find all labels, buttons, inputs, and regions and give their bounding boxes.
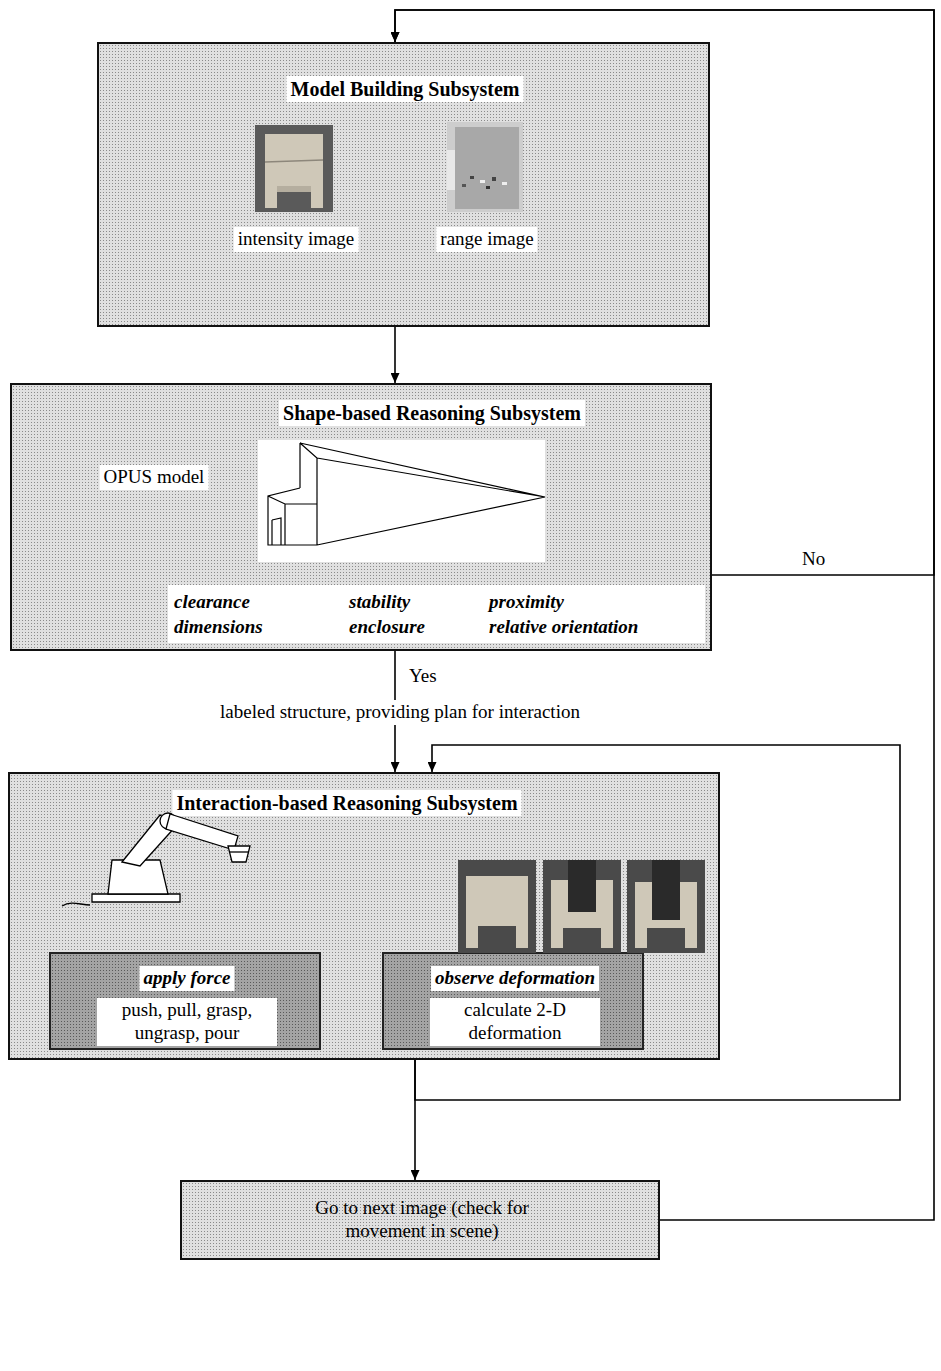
range-image bbox=[447, 122, 523, 212]
range-noise bbox=[502, 182, 507, 185]
text-holder: proximity bbox=[485, 590, 568, 615]
text-holder: Go to next image (check for movement in … bbox=[282, 1196, 562, 1244]
range-noise bbox=[462, 184, 466, 187]
flow-arrow bbox=[414, 1060, 416, 1180]
robot-gripper-line bbox=[230, 851, 248, 852]
subsystem-title: Shape-based Reasoning Subsystem bbox=[279, 400, 585, 426]
node-text: observe deformation bbox=[431, 966, 599, 991]
text-holder: Shape-based Reasoning Subsystem bbox=[279, 400, 585, 426]
photo-frame bbox=[627, 860, 705, 953]
chair-leg bbox=[601, 928, 613, 948]
robot-forearm bbox=[166, 814, 238, 850]
node-text: enclosure bbox=[345, 615, 429, 640]
process-box: Go to next image (check for movement in … bbox=[180, 1180, 660, 1260]
subsystem-box: Shape-based Reasoning SubsystemOPUS mode… bbox=[10, 383, 712, 651]
text-holder: observe deformation bbox=[431, 966, 599, 991]
photo-frame bbox=[458, 860, 536, 953]
subsystem-box: Model Building Subsystem intensity image r… bbox=[97, 42, 710, 327]
edge-label-holder: Yes bbox=[405, 664, 441, 689]
node-text: OPUS model bbox=[100, 465, 209, 490]
subsystem-title: Model Building Subsystem bbox=[287, 76, 524, 102]
opus-wireframe bbox=[258, 440, 545, 562]
action-box: apply force push, pull, grasp, ungrasp, p… bbox=[49, 952, 321, 1050]
edge-label: No bbox=[798, 547, 829, 572]
chair-back bbox=[551, 880, 613, 928]
text-holder: relative orientation bbox=[485, 615, 642, 640]
node-text: intensity image bbox=[234, 227, 359, 252]
range-noise bbox=[486, 186, 490, 189]
chair-back bbox=[265, 134, 323, 186]
node-text: push, pull, grasp, ungrasp, pour bbox=[97, 998, 277, 1046]
deformation-images bbox=[458, 860, 705, 953]
chair-leg bbox=[685, 928, 697, 948]
flow-note: labeled structure, providing plan for in… bbox=[216, 700, 584, 725]
node-text: Go to next image (check for movement in … bbox=[282, 1196, 562, 1244]
range-noise bbox=[447, 150, 455, 190]
robot-body bbox=[108, 860, 168, 894]
subsystem-box: Interaction-based Reasoning Subsystem app… bbox=[8, 772, 720, 1060]
text-holder: stability bbox=[345, 590, 414, 615]
text-holder: Interaction-based Reasoning Subsystem bbox=[172, 790, 521, 816]
range-noise bbox=[480, 180, 485, 183]
text-holder: clearance bbox=[170, 590, 254, 615]
chair-back bbox=[466, 876, 528, 926]
robot-upper-arm bbox=[122, 815, 176, 866]
chair-leg bbox=[551, 928, 563, 948]
range-surface bbox=[455, 127, 519, 209]
photo-frame bbox=[255, 125, 333, 212]
chair-leg bbox=[635, 928, 647, 948]
chair-seam bbox=[265, 160, 323, 162]
robot-joint bbox=[160, 813, 176, 829]
text-holder: intensity image bbox=[234, 227, 359, 252]
photo-frame bbox=[543, 860, 621, 953]
text-holder: dimensions bbox=[170, 615, 267, 640]
chair-rail bbox=[277, 186, 311, 192]
text-holder: range image bbox=[436, 227, 537, 252]
flow-arrow bbox=[394, 327, 396, 383]
node-text: proximity bbox=[485, 590, 568, 615]
chair-leg bbox=[265, 186, 277, 208]
text-holder: Model Building Subsystem bbox=[287, 76, 524, 102]
node-text: calculate 2-D deformation bbox=[430, 998, 600, 1046]
node-text: apply force bbox=[139, 966, 234, 991]
text-holder: apply force bbox=[139, 966, 234, 991]
label-holder: labeled structure, providing plan for in… bbox=[216, 700, 584, 725]
text-holder: enclosure bbox=[345, 615, 429, 640]
range-noise bbox=[470, 176, 474, 179]
edge-label-holder: No bbox=[798, 547, 829, 572]
text-holder: calculate 2-D deformation bbox=[430, 998, 600, 1046]
gripper-bar bbox=[568, 860, 596, 912]
node-text: relative orientation bbox=[485, 615, 642, 640]
node-text: stability bbox=[345, 590, 414, 615]
node-text: clearance bbox=[170, 590, 254, 615]
node-text: range image bbox=[436, 227, 537, 252]
subsystem-title: Interaction-based Reasoning Subsystem bbox=[172, 790, 521, 816]
robot-base bbox=[92, 894, 180, 902]
action-box: observe deformation calculate 2-D deforma… bbox=[382, 952, 644, 1050]
relation-field bbox=[168, 585, 705, 643]
chair-leg bbox=[466, 926, 478, 948]
robot-cable bbox=[62, 903, 90, 906]
node-text: dimensions bbox=[170, 615, 267, 640]
robot-gripper bbox=[228, 846, 250, 862]
range-noise bbox=[492, 177, 496, 181]
chair-leg bbox=[516, 926, 528, 948]
text-holder: OPUS model bbox=[100, 465, 209, 490]
robot-arm-icon bbox=[62, 813, 250, 906]
edge-label: Yes bbox=[405, 664, 441, 689]
chair-back bbox=[635, 882, 697, 928]
chair-leg bbox=[311, 186, 323, 208]
wireframe-ground bbox=[258, 440, 545, 562]
wireframe-lines bbox=[268, 443, 545, 545]
text-holder: push, pull, grasp, ungrasp, pour bbox=[97, 998, 277, 1046]
photo-frame bbox=[447, 122, 523, 212]
intensity-image bbox=[255, 125, 333, 212]
gripper-bar bbox=[652, 860, 680, 920]
